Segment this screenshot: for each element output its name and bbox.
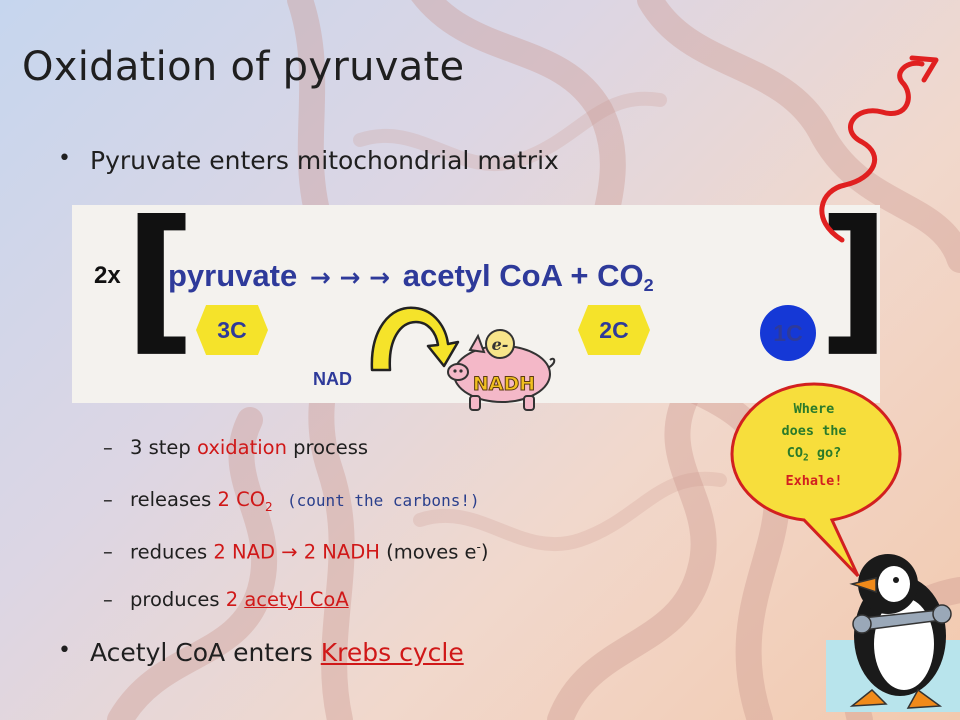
- exhale-arrow-icon: [819, 55, 939, 243]
- bullet-dot: •: [58, 638, 71, 663]
- highlight-nad: 2 NAD: [213, 540, 275, 564]
- bubble-line: CO2 go?: [752, 442, 876, 470]
- products-subscript: 2: [643, 275, 654, 295]
- bullet-text: Pyruvate enters mitochondrial matrix: [90, 146, 559, 175]
- carbon-badge-3c: 3C: [196, 305, 268, 355]
- sub-bullet-releases-co2: – releases 2 CO2 (count the carbons!): [103, 488, 480, 514]
- highlight-oxidation: oxidation: [196, 436, 287, 459]
- bubble-line: does the: [781, 423, 847, 439]
- slide-title: Oxidation of pyruvate: [22, 44, 465, 90]
- text: 3 step: [130, 436, 197, 459]
- co2-subscript: 2: [803, 452, 809, 464]
- sub-bullet-oxidation: – 3 step oxidation process: [103, 436, 369, 459]
- reaction-multiplier: 2x: [94, 262, 121, 289]
- carbon-badge-2c: 2C: [578, 305, 650, 355]
- left-bracket: [: [124, 187, 197, 371]
- penguin-mascot-icon: [826, 554, 960, 712]
- reaction-equation: pyruvate → → → acetyl CoA + CO2: [168, 258, 654, 296]
- electron-superscript: -: [476, 540, 481, 554]
- text: releases: [130, 488, 218, 511]
- pig-electron-label: e-: [492, 335, 509, 354]
- dash: –: [103, 436, 113, 459]
- text: go?: [808, 445, 842, 461]
- highlight-nadh: 2 NADH: [303, 540, 380, 564]
- bullet-krebs-cycle: • Acetyl CoA enters Krebs cycle: [58, 638, 464, 667]
- bubble-answer: Exhale!: [785, 472, 843, 489]
- dash: –: [103, 488, 113, 511]
- products: acetyl CoA + CO: [402, 258, 644, 293]
- text: (moves e: [379, 540, 477, 564]
- reduction-arrow-icon: [370, 306, 460, 372]
- count-carbons-note: (count the carbons!): [286, 491, 480, 510]
- bullet-pyruvate-enters: • Pyruvate enters mitochondrial matrix: [58, 146, 559, 175]
- nad-label: NAD: [313, 369, 352, 389]
- pig-nadh-label: NADH: [473, 373, 535, 395]
- text: process: [286, 436, 369, 459]
- text: produces: [130, 588, 226, 611]
- highlight-count: 2: [225, 588, 245, 611]
- dash: –: [103, 588, 113, 611]
- arrow-glyph: →: [274, 540, 304, 564]
- bullet-text: Acetyl CoA enters: [90, 638, 321, 667]
- carbon-badge-1c: 1C: [760, 305, 816, 361]
- text: reduces: [130, 540, 214, 564]
- dash: –: [103, 540, 113, 563]
- text: CO: [786, 445, 804, 461]
- text: ): [480, 540, 489, 564]
- reactant-pyruvate: pyruvate: [168, 258, 298, 293]
- acetyl-coa-link[interactable]: acetyl CoA: [244, 588, 349, 611]
- reaction-arrows: → → →: [309, 263, 391, 292]
- bullet-dot: •: [58, 146, 71, 171]
- sub-bullet-produces-acetyl-coa: – produces 2 acetyl CoA: [103, 588, 349, 611]
- co2-subscript: 2: [265, 499, 273, 514]
- speech-bubble: [730, 382, 902, 578]
- bubble-line: Where: [793, 401, 835, 417]
- highlight-co2: 2 CO: [217, 488, 266, 511]
- speech-bubble-text: Where does the CO2 go? Exhale!: [752, 398, 876, 492]
- sub-bullet-reduces-nad: – reduces 2 NAD → 2 NADH (moves e-): [103, 540, 489, 564]
- krebs-cycle-link[interactable]: Krebs cycle: [320, 638, 464, 667]
- nadh-piggy-bank-icon: e- NADH: [447, 329, 556, 411]
